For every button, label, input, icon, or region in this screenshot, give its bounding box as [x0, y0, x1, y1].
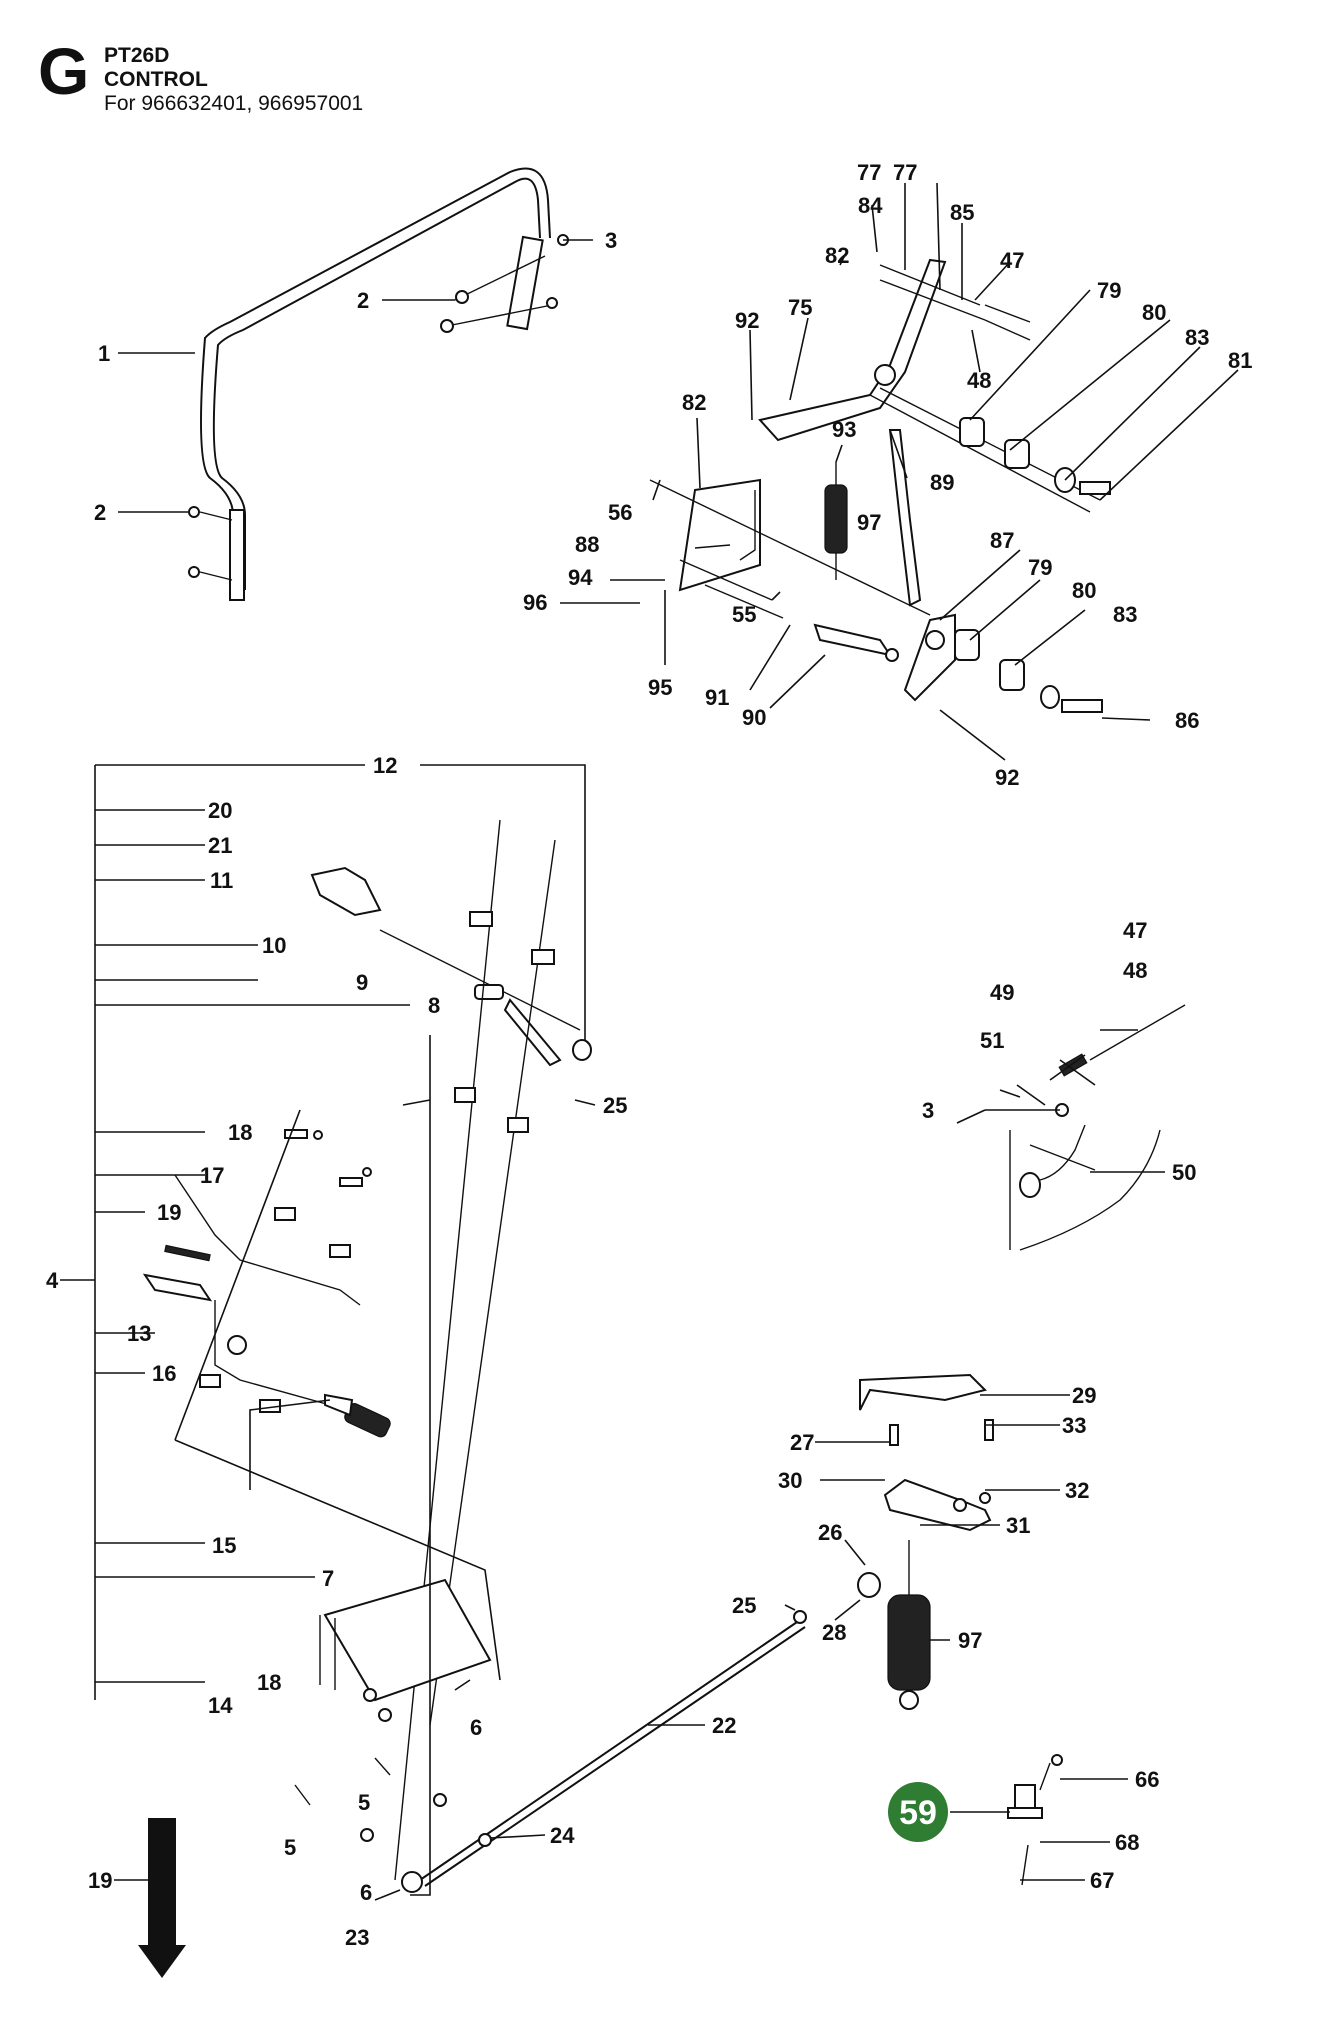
callout-50: 50 — [1172, 1160, 1196, 1185]
engine-control-bracket-drawing — [857, 1373, 994, 1710]
callout-94: 94 — [568, 565, 593, 590]
applies-to: For 966632401, 966957001 — [104, 92, 364, 115]
callout-1: 1 — [98, 341, 110, 366]
callout-2: 2 — [357, 288, 369, 313]
callout-96: 96 — [523, 590, 547, 615]
callout-16: 16 — [152, 1361, 176, 1386]
direction-arrow — [138, 1818, 186, 1978]
callout-19: 19 — [157, 1200, 181, 1225]
callout-31: 31 — [1006, 1513, 1030, 1538]
callout-83: 83 — [1185, 325, 1209, 350]
callout-8: 8 — [428, 993, 440, 1018]
callout-10: 10 — [262, 933, 286, 958]
handle-bar-drawing — [188, 167, 569, 601]
callout-80: 80 — [1142, 300, 1166, 325]
callout-18: 18 — [228, 1120, 252, 1145]
callout-9: 9 — [356, 970, 368, 995]
callout-87: 87 — [990, 528, 1014, 553]
callout-14: 14 — [208, 1693, 233, 1718]
page-header: G PT26D CONTROL For 966632401, 966957001 — [38, 38, 638, 128]
callout-20: 20 — [208, 798, 232, 823]
group-bracket-4 — [60, 764, 591, 1896]
fitting-59-drawing — [1007, 1754, 1063, 1886]
callout-15: 15 — [212, 1533, 236, 1558]
governor-inset-drawing — [1009, 1004, 1186, 1251]
callout-77: 77 — [857, 160, 881, 185]
callout-67: 67 — [1090, 1868, 1114, 1893]
callout-75: 75 — [788, 295, 812, 320]
section-letter: G — [38, 34, 90, 108]
model-name: PT26D — [104, 44, 170, 67]
callout-47: 47 — [1000, 248, 1024, 273]
callout-19: 19 — [88, 1868, 112, 1893]
callout-48: 48 — [1123, 958, 1147, 983]
callout-labels: 1 2 2 3 77 77 84 85 47 82 92 75 79 80 83… — [46, 160, 1252, 1950]
callout-79: 79 — [1097, 278, 1121, 303]
callout-90: 90 — [742, 705, 766, 730]
callout-3: 3 — [605, 228, 617, 253]
callout-11: 11 — [210, 868, 233, 893]
callout-91: 91 — [705, 685, 729, 710]
callout-77: 77 — [893, 160, 917, 185]
throttle-lever-assembly-drawing — [142, 819, 592, 1881]
callout-66: 66 — [1135, 1767, 1159, 1792]
callout-2: 2 — [94, 500, 106, 525]
callout-84: 84 — [858, 193, 883, 218]
callout-5: 5 — [358, 1790, 370, 1815]
callout-23: 23 — [345, 1925, 369, 1950]
callout-55: 55 — [732, 602, 756, 627]
callout-82: 82 — [682, 390, 706, 415]
callout-24: 24 — [550, 1823, 575, 1848]
callout-56: 56 — [608, 500, 632, 525]
callout-33: 33 — [1062, 1413, 1086, 1438]
throttle-cable-drawing — [401, 1610, 807, 1893]
callout-79: 79 — [1028, 555, 1052, 580]
callout-18: 18 — [257, 1670, 281, 1695]
callout-92: 92 — [995, 765, 1019, 790]
callout-49: 49 — [990, 980, 1014, 1005]
callout-21: 21 — [208, 833, 232, 858]
callout-28: 28 — [822, 1620, 846, 1645]
callout-17: 17 — [200, 1163, 224, 1188]
callout-47: 47 — [1123, 918, 1147, 943]
callout-6: 6 — [360, 1880, 372, 1905]
callout-51: 51 — [980, 1028, 1004, 1053]
callout-27: 27 — [790, 1430, 814, 1455]
callout-29: 29 — [1072, 1383, 1096, 1408]
callout-25: 25 — [603, 1093, 627, 1118]
callout-92: 92 — [735, 308, 759, 333]
callout-3: 3 — [922, 1098, 934, 1123]
assembly-title: CONTROL — [104, 68, 208, 91]
callout-25: 25 — [732, 1593, 756, 1618]
callout-88: 88 — [575, 532, 599, 557]
callout-48: 48 — [967, 368, 991, 393]
callout-30: 30 — [778, 1468, 802, 1493]
badge-label: 59 — [899, 1794, 937, 1832]
leader-lines — [118, 182, 1239, 1901]
control-lever-assembly-drawing — [649, 258, 1111, 713]
callout-97: 97 — [857, 510, 881, 535]
callout-80: 80 — [1072, 578, 1096, 603]
callout-85: 85 — [950, 200, 974, 225]
callout-7: 7 — [322, 1566, 334, 1591]
callout-6: 6 — [470, 1715, 482, 1740]
callout-97: 97 — [958, 1628, 982, 1653]
callout-22: 22 — [712, 1713, 736, 1738]
callout-26: 26 — [818, 1520, 842, 1545]
callout-4: 4 — [46, 1268, 59, 1293]
callout-13: 13 — [127, 1321, 151, 1346]
callout-81: 81 — [1228, 348, 1252, 373]
callout-82: 82 — [825, 243, 849, 268]
callout-89: 89 — [930, 470, 954, 495]
callout-86: 86 — [1175, 708, 1199, 733]
callout-32: 32 — [1065, 1478, 1089, 1503]
callout-68: 68 — [1115, 1830, 1139, 1855]
green-badge: 59 — [888, 1782, 948, 1842]
callout-93: 93 — [832, 417, 856, 442]
callout-95: 95 — [648, 675, 672, 700]
callout-12: 12 — [373, 753, 397, 778]
callout-83: 83 — [1113, 602, 1137, 627]
callout-5: 5 — [284, 1835, 296, 1860]
